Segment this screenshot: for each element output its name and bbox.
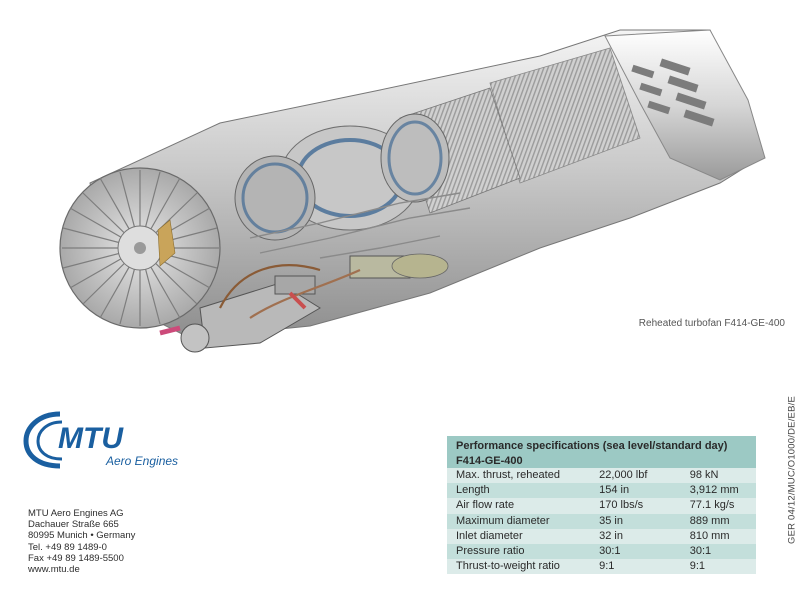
table-row: Air flow rate 170 lbs/s 77.1 kg/s	[447, 498, 756, 514]
spec-metric: 810 mm	[689, 529, 730, 542]
spec-metric: 9:1	[689, 560, 706, 573]
mtu-logo: MTU Aero Engines	[23, 411, 178, 469]
spec-metric: 77.1 kg/s	[689, 499, 735, 512]
spec-imperial: 35 in	[599, 514, 623, 527]
spec-imperial: 22,000 lbf	[599, 469, 648, 481]
spec-metric: 98 kN	[689, 469, 719, 481]
table-row: Pressure ratio 30:1 30:1	[447, 543, 756, 560]
address-phone: Tel. +49 89 1489-0	[28, 541, 107, 553]
spec-label: Pressure ratio	[456, 544, 525, 557]
address-line: Dachauer Straße 665	[28, 519, 119, 531]
table-row: Thrust-to-weight ratio 9:1 9:1	[447, 559, 756, 575]
address-line: MTU Aero Engines AG	[28, 508, 124, 519]
spec-label: Inlet diameter	[456, 529, 523, 542]
spec-imperial: 9:1	[599, 560, 615, 573]
exhaust-nozzle	[604, 29, 766, 181]
spec-label: Max. thrust, reheated	[456, 469, 560, 481]
spec-metric: 3,912 mm	[689, 484, 739, 497]
spec-model: F414-GE-400	[447, 454, 756, 468]
nozzle-flaps	[631, 58, 715, 127]
logo-arc-icon	[23, 411, 61, 469]
table-row: Length 154 in 3,912 mm	[447, 483, 756, 499]
address-line: 80995 Munich • Germany	[28, 530, 136, 542]
spec-label: Length	[456, 484, 490, 497]
spec-label: Thrust-to-weight ratio	[456, 560, 560, 573]
company-address: MTU Aero Engines AG Dachauer Straße 665 …	[28, 508, 135, 575]
spec-label: Maximum diameter	[456, 514, 550, 527]
spec-label: Air flow rate	[456, 499, 515, 512]
image-caption: Reheated turbofan F414-GE-400	[638, 318, 785, 329]
spec-title: Performance specifications (sea level/st…	[447, 436, 756, 454]
address-website[interactable]: www.mtu.de	[28, 564, 80, 576]
performance-spec-table: Performance specifications (sea level/st…	[447, 436, 756, 575]
table-row: Max. thrust, reheated 22,000 lbf 98 kN	[447, 468, 756, 484]
logo-subtitle: Aero Engines	[105, 454, 178, 468]
engine-cutaway-illustration	[59, 29, 766, 353]
spec-metric: 889 mm	[689, 514, 730, 527]
address-fax: Fax +49 89 1489-5500	[28, 552, 124, 564]
spec-imperial: 30:1	[599, 544, 621, 557]
table-row: Inlet diameter 32 in 810 mm	[447, 528, 756, 544]
spec-imperial: 170 lbs/s	[599, 499, 644, 512]
table-row: Maximum diameter 35 in 889 mm	[447, 513, 756, 529]
spec-imperial: 32 in	[599, 529, 623, 542]
document-code: GER 04/12/MUC/O1000/DE/EB/E	[786, 396, 798, 544]
spec-metric: 30:1	[689, 544, 712, 557]
fuel-lines	[159, 264, 361, 336]
spec-imperial: 154 in	[599, 484, 630, 497]
external-tubing	[249, 192, 471, 259]
logo-wordmark: MTU	[58, 422, 124, 455]
